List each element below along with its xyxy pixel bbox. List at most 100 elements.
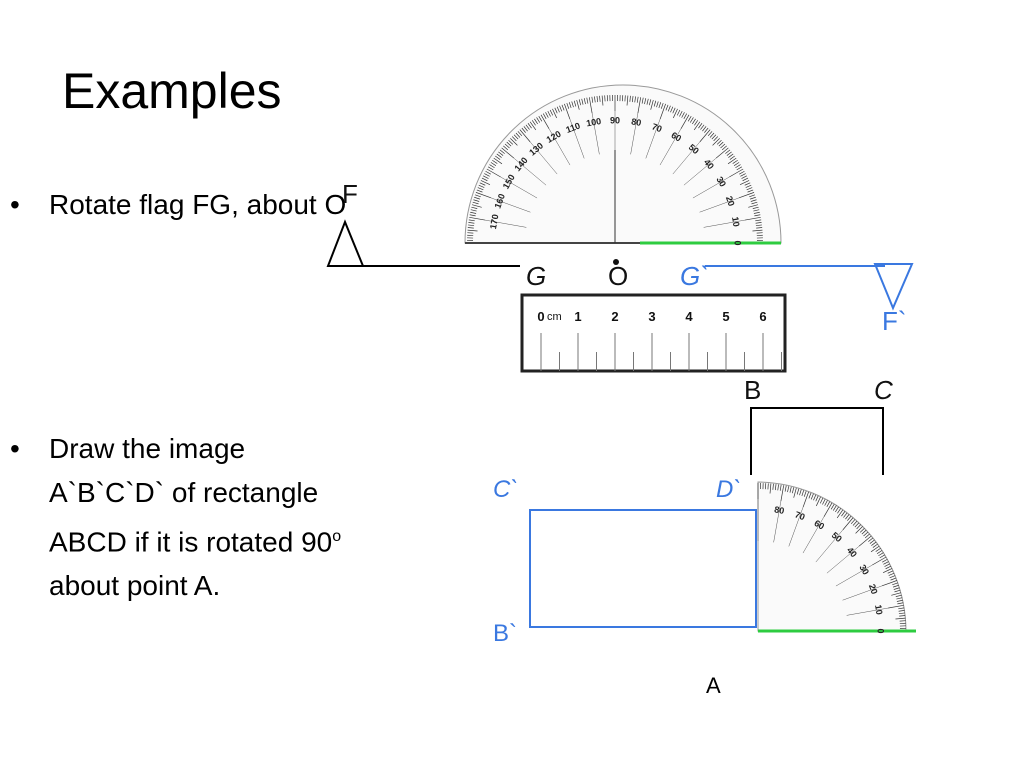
- protractor-bottom-tick: [780, 485, 785, 502]
- protractor-bottom-tick: [861, 529, 867, 535]
- ruler-number: 5: [722, 309, 729, 324]
- protractor-top-tick: [467, 227, 474, 229]
- protractor-top-tick: [523, 126, 528, 132]
- protractor-bottom-number: 10: [873, 604, 885, 616]
- bullet-rotate-flag: • Rotate flag FG, about O: [10, 183, 350, 227]
- protractor-bottom-tick: [830, 503, 835, 510]
- protractor-bottom-tick: [871, 541, 877, 546]
- protractor-top-tick: [469, 216, 486, 221]
- ruler-unit: cm: [547, 311, 562, 323]
- protractor-bottom-tick: [872, 543, 878, 548]
- protractor-bottom-tick: [863, 531, 869, 537]
- protractor-top-number: 30: [714, 175, 728, 189]
- protractor-top-tick: [733, 162, 740, 166]
- protractor-bottom-tick: [787, 486, 790, 493]
- protractor-top-tick: [741, 175, 748, 179]
- protractor-bottom-tick: [859, 527, 865, 533]
- protractor-top-tick: [536, 117, 541, 123]
- protractor-top-tick: [748, 204, 759, 208]
- protractor-top-tick: [568, 102, 572, 109]
- protractor-top-tick: [752, 229, 763, 232]
- protractor-top-tick: [482, 175, 489, 179]
- protractor-top-tick: [471, 204, 482, 208]
- protractor-top-number: 80: [630, 116, 642, 128]
- label-A: A: [706, 673, 721, 698]
- protractor-bottom-tick: [898, 612, 905, 615]
- protractor-top-number: 170: [488, 213, 500, 230]
- protractor-bottom-number: 40: [845, 545, 859, 559]
- protractor-top-tick: [511, 136, 517, 142]
- protractor-top-tick: [521, 127, 526, 133]
- protractor-top-tick: [727, 157, 737, 165]
- protractor-bottom-tick: [813, 494, 817, 501]
- protractor-top-tick: [732, 159, 738, 164]
- protractor-bottom-tick: [808, 492, 812, 499]
- protractor-bottom-tick: [898, 610, 905, 612]
- protractor-top-tick: [739, 180, 750, 185]
- protractor-top-tick: [646, 98, 649, 105]
- protractor-bottom-tick: [883, 561, 889, 565]
- ruler-ticks: [540, 333, 782, 371]
- protractor-bottom-tick: [836, 509, 844, 519]
- bullet-text-after: about point A.: [49, 570, 221, 602]
- ruler-number: 2: [611, 309, 618, 324]
- protractor-top-tick: [711, 134, 717, 140]
- protractor-top-tick: [725, 149, 731, 154]
- protractor-top-tick: [542, 113, 547, 119]
- protractor-bottom-number: 20: [867, 583, 880, 596]
- protractor-top-tick: [596, 96, 599, 103]
- bullet-marker: •: [10, 433, 20, 464]
- protractor-top-tick: [467, 229, 478, 232]
- protractor-top-tick: [545, 112, 549, 118]
- bullet-text: Rotate flag FG, about O: [49, 189, 347, 220]
- protractor-top-tick: [573, 100, 577, 107]
- ruler-number: 3: [648, 309, 655, 324]
- protractor-top-tick: [499, 149, 505, 154]
- protractor-top-tick: [755, 222, 762, 224]
- label-B: B: [744, 375, 761, 405]
- protractor-bottom-tick: [881, 580, 898, 587]
- protractor-bottom-tick: [801, 490, 805, 497]
- protractor-bottom-tick: [891, 592, 902, 596]
- protractor-top-ray: [500, 176, 538, 199]
- protractor-bottom-tick: [823, 502, 833, 517]
- protractor-top-tick: [742, 177, 749, 182]
- protractor-top-tick: [472, 201, 479, 205]
- protractor-top-tick: [712, 138, 720, 146]
- protractor-bottom-tick: [841, 511, 846, 517]
- protractor-top-tick: [729, 155, 735, 160]
- protractor-top-tick: [485, 170, 491, 175]
- protractor-top-ray: [490, 197, 531, 213]
- protractor-top-tick: [749, 196, 756, 200]
- protractor-top-tick: [636, 96, 639, 103]
- protractor-bottom-tick: [769, 483, 772, 494]
- protractor-top-ray: [569, 118, 585, 159]
- protractor-top-tick: [503, 145, 509, 151]
- protractor-bottom-ray: [815, 529, 844, 563]
- protractor-bottom-tick: [887, 570, 894, 574]
- original-flag: [326, 219, 520, 267]
- ruler-number: 1: [574, 309, 581, 324]
- protractor-bottom-tick: [884, 563, 891, 567]
- protractor-top-tick: [631, 96, 634, 103]
- bullet-marker: •: [10, 189, 20, 220]
- protractor-bottom-number: 30: [857, 563, 871, 577]
- protractor-bottom-tick: [858, 535, 872, 547]
- center-point-O: [613, 259, 619, 265]
- protractor-top-tick: [752, 206, 759, 209]
- protractor-top-tick: [468, 222, 475, 224]
- protractor-top-tick: [477, 187, 484, 191]
- protractor-top-tick: [687, 115, 692, 122]
- protractor-bottom-tick: [899, 615, 906, 617]
- protractor-top-tick: [698, 123, 703, 129]
- protractor-top-tick: [564, 103, 571, 120]
- protractor-top-tick: [746, 187, 753, 191]
- protractor-top-number: 0: [733, 240, 743, 245]
- protractor-bottom-ray: [826, 545, 860, 574]
- protractor-bottom-tick: [895, 594, 902, 597]
- protractor-top-tick: [755, 219, 762, 222]
- protractor-top-tick: [591, 96, 594, 103]
- protractor-top-tick: [728, 153, 734, 158]
- protractor-bottom-tick: [845, 514, 850, 520]
